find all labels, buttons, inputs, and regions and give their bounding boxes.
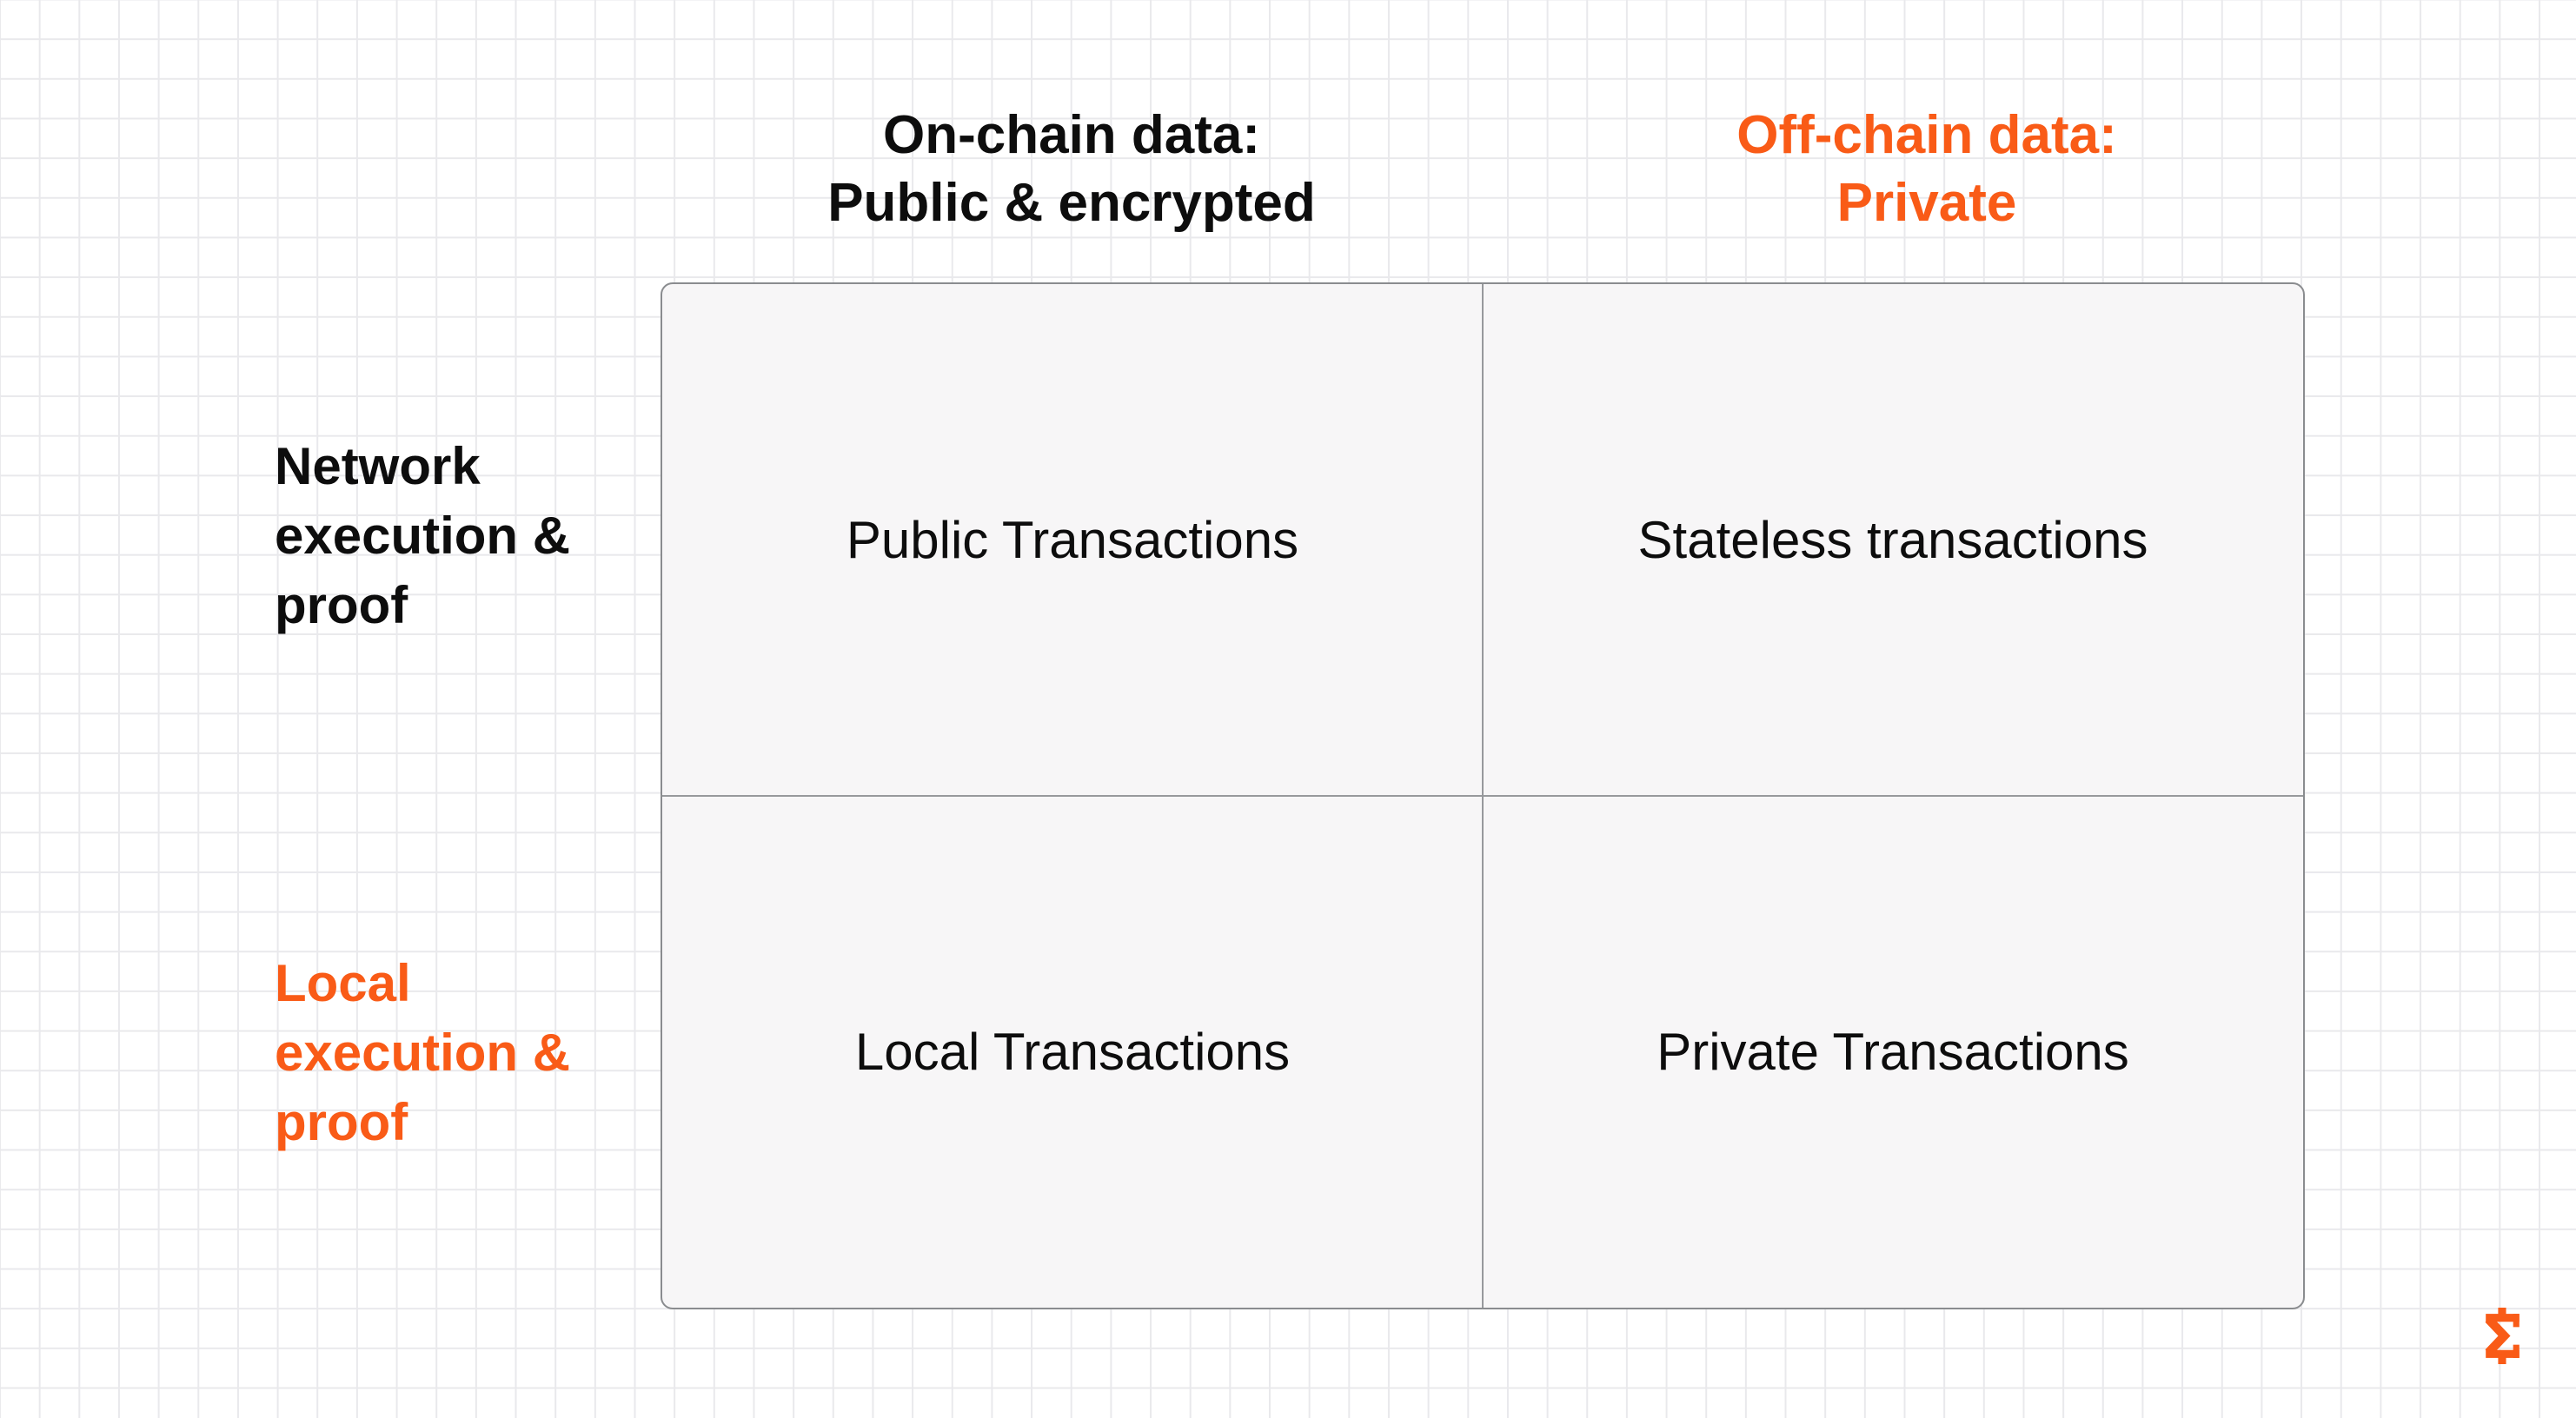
column-header-offchain: Off-chain data: Private (1597, 102, 2257, 237)
column-header-onchain-line1: On-chain data: (882, 105, 1261, 165)
quadrant-stateless-transactions: Stateless transactions (1637, 511, 2148, 569)
quadrant-private-transactions: Private Transactions (1656, 1023, 2129, 1081)
matrix-box: Public Transactions Stateless transactio… (661, 282, 2305, 1309)
matrix-horizontal-divider (662, 795, 2303, 797)
column-header-onchain: On-chain data: Public & encrypted (741, 102, 1402, 237)
column-header-onchain-line2: Public & encrypted (827, 173, 1316, 233)
row-header-network-execution: Network execution & proof (275, 437, 571, 634)
column-header-offchain-line1: Off-chain data: (1736, 105, 2117, 165)
quadrant-local-transactions: Local Transactions (854, 1023, 1291, 1081)
row-header-local-execution: Local execution & proof (275, 954, 571, 1151)
sigma-logo-icon (2485, 1308, 2520, 1364)
column-header-offchain-line2: Private (1836, 173, 2017, 233)
quadrant-public-transactions: Public Transactions (846, 511, 1299, 569)
